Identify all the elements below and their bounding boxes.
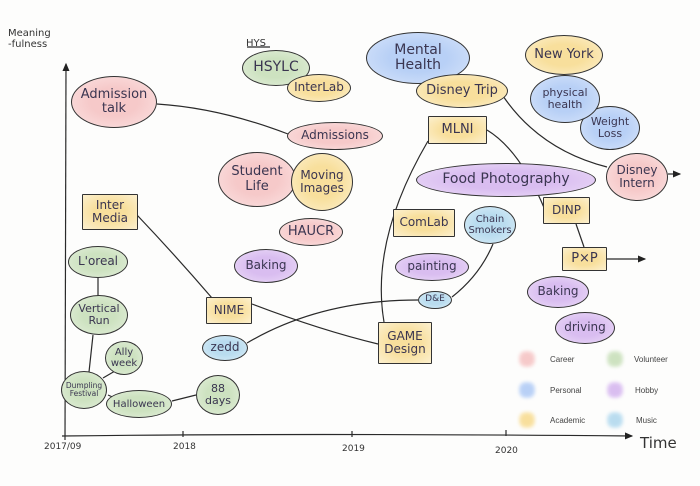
node-ally-week: Ally week	[105, 341, 143, 375]
node-weight-loss: Weight Loss	[580, 106, 640, 150]
tick-2017-09: 2017/09	[44, 442, 82, 452]
node-admission-talk: Admission talk	[71, 76, 157, 128]
x-axis-label: Time	[640, 434, 677, 452]
tick-2018: 2018	[173, 442, 196, 452]
legend-swatch-music	[607, 412, 623, 428]
struck-note: HYS	[246, 38, 266, 49]
legend-label-music: Music	[636, 416, 657, 425]
node-dinp: DINP	[543, 197, 590, 224]
tick-2020: 2020	[495, 446, 518, 456]
node-d-and-e: D&E	[418, 291, 452, 309]
legend-label-volunteer: Volunteer	[634, 355, 668, 364]
node-mental-health: Mental Health	[366, 32, 470, 84]
node-admissions: Admissions	[287, 122, 383, 150]
node-new-york: New York	[525, 35, 603, 75]
legend-swatch-career	[519, 351, 535, 367]
node-painting: painting	[395, 253, 469, 281]
legend-label-academic: Academic	[550, 416, 586, 425]
legend-label-personal: Personal	[550, 386, 582, 395]
legend-label-career: Career	[550, 355, 575, 364]
node-food-photography: Food Photography	[416, 163, 596, 197]
node-pxp: P×P	[562, 247, 607, 271]
node-mlni: MLNI	[428, 116, 487, 144]
node-nime: NIME	[206, 297, 252, 324]
node-inter-media: Inter Media	[82, 194, 138, 230]
node-physical-health: physical health	[530, 75, 600, 123]
tick-2019: 2019	[342, 444, 365, 454]
node-moving-images: Moving Images	[291, 153, 353, 211]
node-loreal: L'oreal	[68, 246, 128, 278]
y-axis-label: Meaning -fulness	[8, 28, 51, 50]
legend-swatch-hobby	[607, 382, 623, 398]
node-student-life: Student Life	[218, 152, 296, 207]
node-baking-2018: Baking	[234, 249, 298, 283]
node-interlab: InterLab	[287, 74, 351, 102]
legend-swatch-personal	[519, 382, 535, 398]
legend-swatch-volunteer	[607, 351, 623, 367]
node-haucr: HAUCR	[279, 218, 343, 246]
legend-label-hobby: Hobby	[635, 386, 659, 395]
legend-swatch-academic	[519, 412, 535, 428]
node-disney-trip: Disney Trip	[416, 74, 508, 108]
node-dumpling-festival: Dumpling Festival	[61, 371, 107, 409]
node-hsylc: HSYLC	[242, 50, 310, 86]
x-axis	[61, 432, 634, 440]
node-chain-smokers: Chain Smokers	[464, 206, 516, 244]
node-game-design: GAME Design	[378, 322, 432, 364]
node-88-days: 88 days	[196, 375, 240, 415]
node-disney-intern: Disney Intern	[606, 153, 668, 201]
node-vertical-run: Vertical Run	[70, 295, 128, 335]
node-baking-2020: Baking	[527, 276, 589, 308]
node-comlab: ComLab	[393, 209, 455, 237]
node-driving: driving	[555, 312, 615, 344]
node-halloween: Halloween	[106, 390, 172, 418]
node-zedd: zedd	[202, 335, 248, 361]
